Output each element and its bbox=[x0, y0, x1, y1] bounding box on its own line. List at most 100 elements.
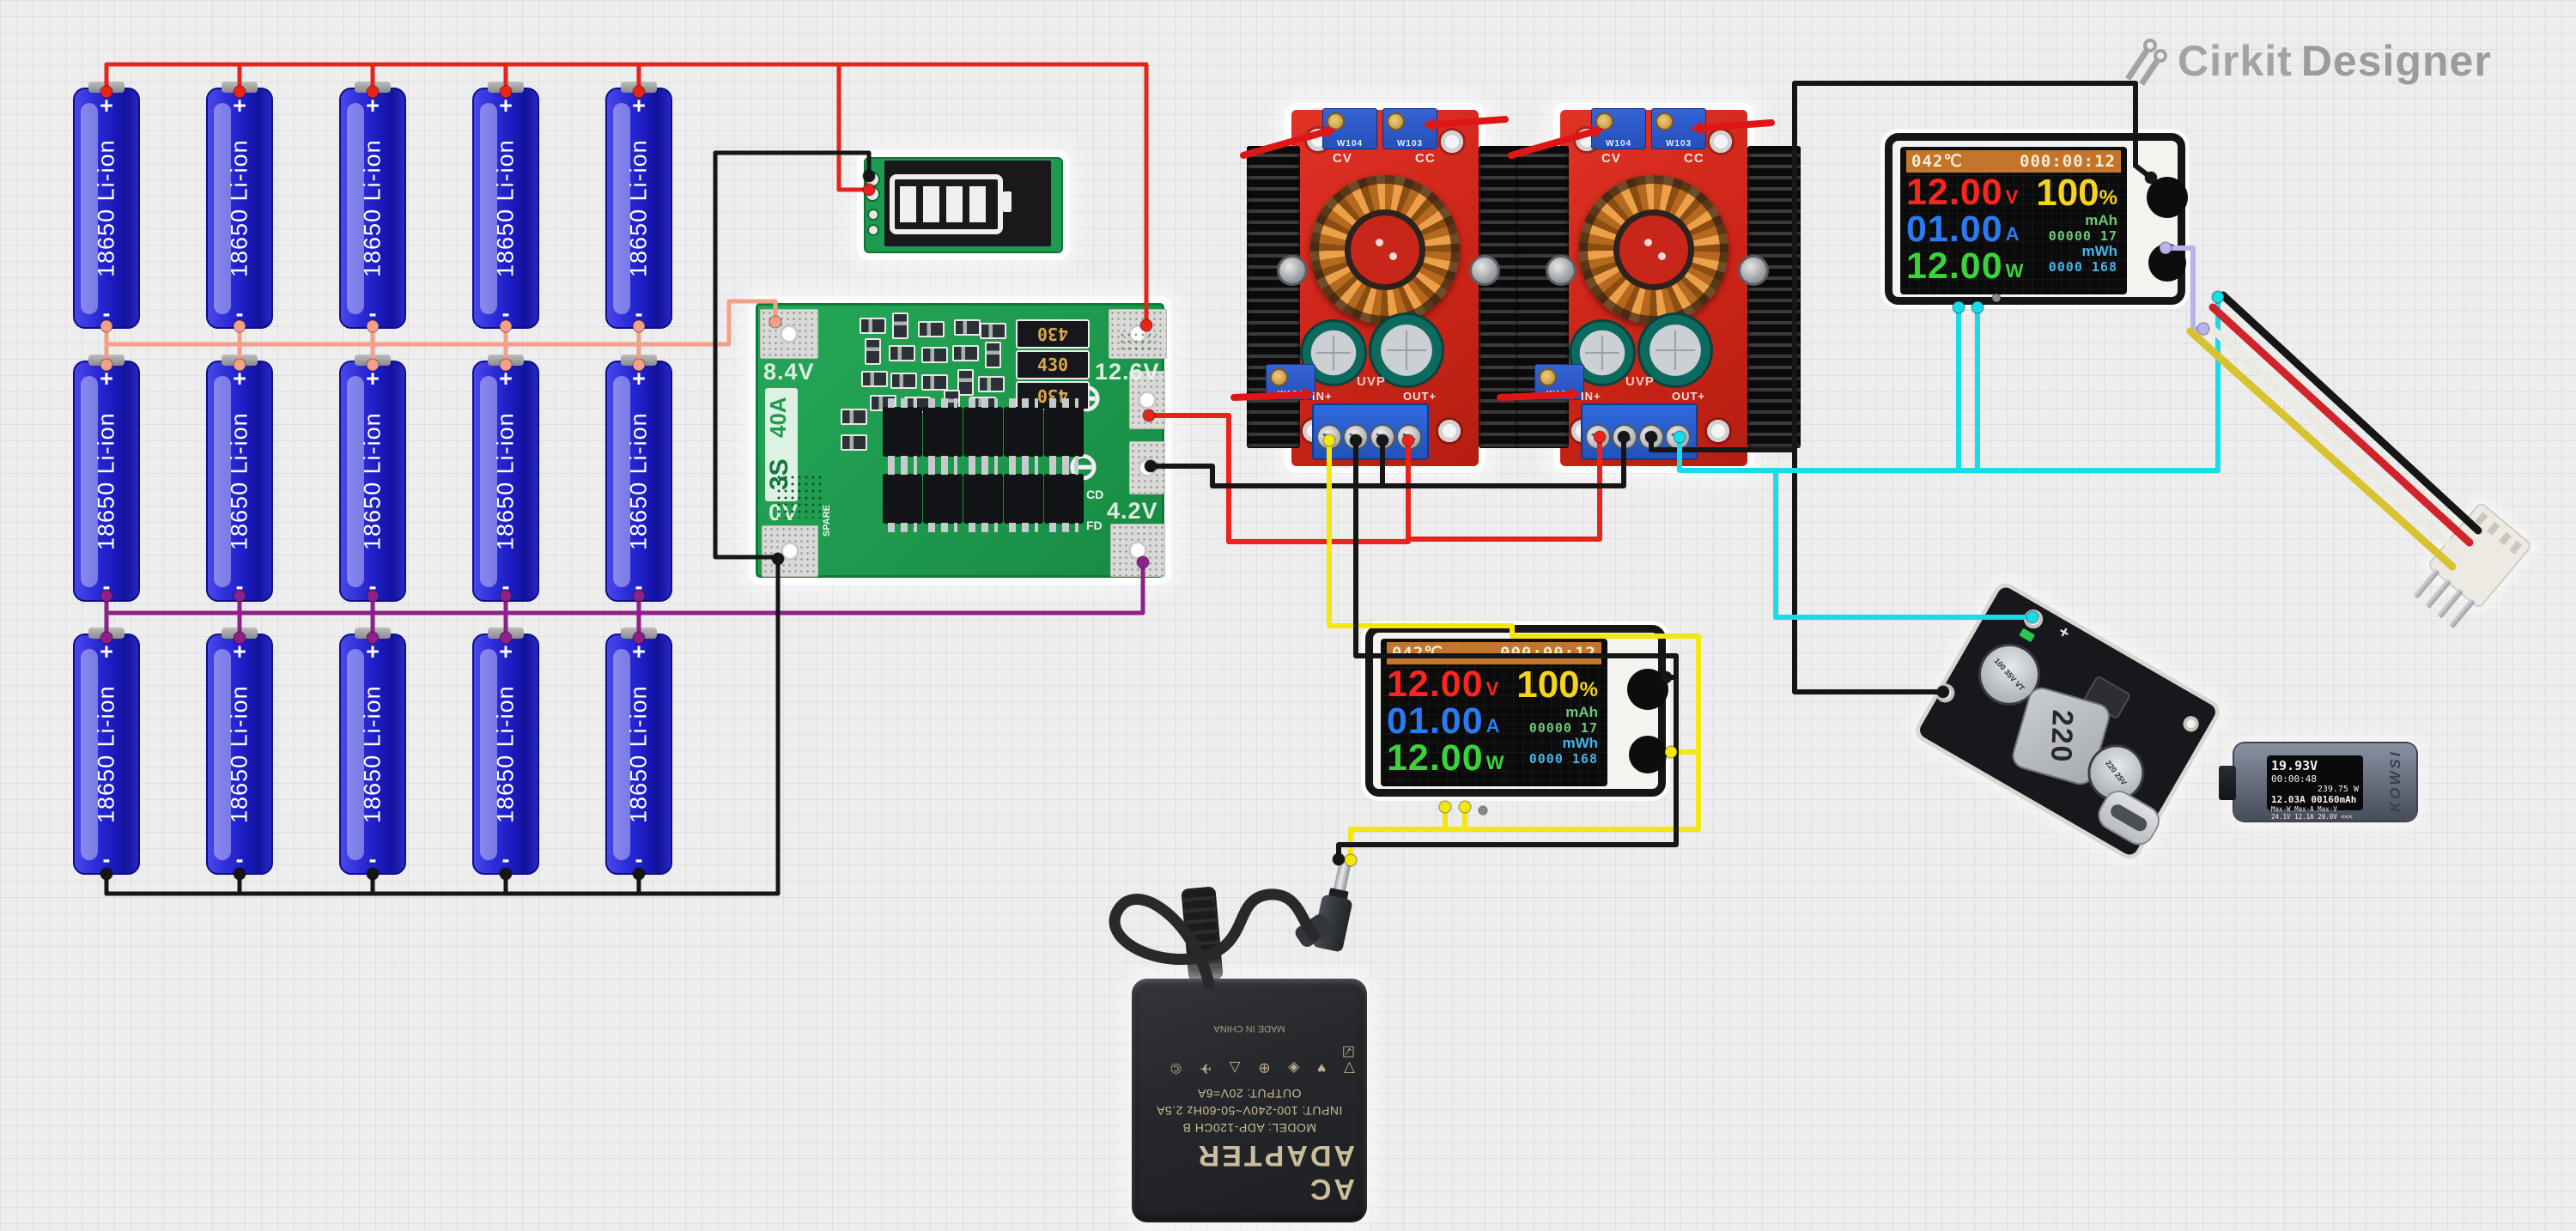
module-led bbox=[2019, 628, 2036, 643]
meter-percent: 100 bbox=[1516, 664, 1580, 706]
bms-pad-4v2 bbox=[1110, 524, 1165, 577]
battery-18650-r2c2[interactable]: +18650 Li-ion- bbox=[206, 361, 273, 602]
terminal-screw-4[interactable] bbox=[1667, 426, 1689, 448]
side-screw bbox=[1741, 258, 1766, 283]
trimmer-cc[interactable]: W103 bbox=[1382, 108, 1437, 149]
trimmer-uvp[interactable]: W104 bbox=[1266, 364, 1315, 400]
adapter-cert-icons: ▽ ♥ ◈ ⊕ △ ✈ © ☑ bbox=[1163, 1043, 1355, 1076]
jst-wire-red[interactable] bbox=[2208, 303, 2474, 547]
battery-18650-r3c4[interactable]: +18650 Li-ion- bbox=[472, 634, 539, 875]
battery-18650-r2c5[interactable]: +18650 Li-ion- bbox=[605, 361, 672, 602]
module-plus-label: + bbox=[2055, 622, 2074, 644]
battery-18650-r3c5[interactable]: +18650 Li-ion- bbox=[605, 634, 672, 875]
bms-resistor-430: 430 bbox=[1016, 350, 1090, 379]
bms-resistor-430: 430 bbox=[1016, 319, 1090, 349]
trimmer-uvp[interactable]: W104 bbox=[1534, 364, 1584, 400]
battery-plus: + bbox=[233, 366, 246, 391]
meter-mah-value: 00000 17 bbox=[1528, 719, 1598, 736]
battery-minus: - bbox=[368, 573, 377, 599]
terminal-screw-1[interactable] bbox=[1318, 426, 1340, 448]
toroid-inductor bbox=[1310, 175, 1460, 324]
battery-plus: + bbox=[499, 366, 513, 391]
battery-18650-r3c2[interactable]: +18650 Li-ion- bbox=[206, 634, 273, 875]
side-screw bbox=[1279, 258, 1305, 283]
meter-percent: 100 bbox=[2036, 172, 2099, 214]
battery-minus: - bbox=[501, 573, 510, 599]
usb-plug bbox=[2219, 766, 2236, 800]
output-capacitor-1 bbox=[1300, 319, 1367, 386]
meter-button-top[interactable] bbox=[2147, 177, 2188, 218]
module-hole bbox=[2180, 713, 2202, 735]
bms-smd-component bbox=[860, 318, 886, 334]
battery-18650-r2c4[interactable]: +18650 Li-ion- bbox=[472, 361, 539, 602]
adapter-origin: MADE IN CHINA bbox=[1213, 1023, 1285, 1034]
bms-current-rating: 40A bbox=[765, 397, 791, 438]
bms-smd-component bbox=[952, 345, 979, 361]
meter-watt: 12.00 bbox=[1906, 246, 2003, 287]
meter-amp: 01.00 bbox=[1906, 209, 2003, 250]
bms-label-12v6: 12.6V bbox=[1095, 359, 1160, 385]
bms-smd-component bbox=[921, 374, 948, 391]
usb-c-buck-module[interactable]: + 100 35V VT 220 220 25V bbox=[1917, 584, 2219, 858]
wire-buck2-black-to-module[interactable] bbox=[1792, 447, 1946, 694]
terminal-screw-2[interactable] bbox=[1613, 426, 1636, 448]
battery-18650-r1c3[interactable]: +18650 Li-ion- bbox=[339, 88, 406, 329]
jst-connector[interactable] bbox=[2413, 500, 2534, 629]
brand-suffix: Designer bbox=[2300, 37, 2492, 85]
indicator-hole bbox=[867, 224, 879, 236]
battery-minus: - bbox=[102, 300, 111, 326]
bms-smd-component bbox=[954, 319, 981, 336]
meter-button-bottom[interactable] bbox=[2148, 244, 2186, 282]
mount-hole bbox=[1710, 130, 1732, 153]
battery-18650-r1c2[interactable]: +18650 Li-ion- bbox=[206, 88, 273, 329]
adapter-input: INPUT: 100-240V~50-60Hz 2.5A bbox=[1156, 1104, 1343, 1118]
indicator-hole bbox=[867, 209, 879, 221]
terminal-screw-3[interactable] bbox=[1371, 426, 1394, 448]
terminal-screw-1[interactable] bbox=[1587, 426, 1609, 448]
label-uvp: UVP bbox=[1357, 374, 1386, 389]
logo-pins-icon bbox=[2125, 39, 2167, 86]
ac-adapter[interactable]: AC ADAPTER MODEL: ADP-120CH B INPUT: 100… bbox=[1132, 979, 1367, 1222]
battery-18650-r3c3[interactable]: +18650 Li-ion- bbox=[339, 634, 406, 875]
battery-18650-r1c1[interactable]: +18650 Li-ion- bbox=[73, 88, 140, 329]
label-cv: CV bbox=[1333, 151, 1352, 166]
battery-minus: - bbox=[635, 846, 643, 872]
battery-18650-r1c4[interactable]: +18650 Li-ion- bbox=[472, 88, 539, 329]
battery-18650-r3c1[interactable]: +18650 Li-ion- bbox=[73, 634, 140, 875]
meter-button-bottom[interactable] bbox=[1629, 736, 1667, 773]
meter-volt: 12.00 bbox=[1387, 664, 1484, 705]
battery-label: 18650 Li-ion bbox=[625, 412, 652, 550]
trimmer-cc[interactable]: W103 bbox=[1651, 108, 1706, 149]
meter-button-top[interactable] bbox=[1627, 669, 1668, 710]
battery-level-indicator[interactable] bbox=[864, 157, 1063, 253]
battery-18650-r2c3[interactable]: +18650 Li-ion- bbox=[339, 361, 406, 602]
bms-mosfet bbox=[923, 398, 963, 465]
wire-cyan-to-module[interactable] bbox=[1773, 468, 2035, 620]
battery-18650-r1c5[interactable]: +18650 Li-ion- bbox=[605, 88, 672, 329]
bms-mosfet bbox=[963, 398, 1003, 465]
usb-max-labels: Max-W Max-A Max-V bbox=[2271, 805, 2337, 813]
bms-board-3s40a[interactable]: 8.4V 12.6V 0V 4.2V ⊕ ⊖ 40A 3S SPARE CD F… bbox=[756, 303, 1167, 578]
bms-mosfet bbox=[883, 398, 922, 465]
terminal-screw-4[interactable] bbox=[1398, 426, 1420, 448]
terminal-screw-3[interactable] bbox=[1640, 426, 1662, 448]
meter-amp: 01.00 bbox=[1387, 700, 1484, 742]
bms-fd-label: FD bbox=[1086, 518, 1103, 532]
jst-wire-yellow[interactable] bbox=[2186, 327, 2457, 571]
jst-wire-black[interactable] bbox=[2219, 291, 2482, 535]
terminal-screw-2[interactable] bbox=[1345, 426, 1367, 448]
battery-label: 18650 Li-ion bbox=[492, 685, 519, 823]
trimmer-cv[interactable]: W104 bbox=[1322, 108, 1377, 149]
adapter-title: AC ADAPTER bbox=[1195, 1139, 1355, 1205]
bms-mosfet bbox=[963, 465, 1003, 532]
battery-18650-r2c1[interactable]: +18650 Li-ion- bbox=[73, 361, 140, 602]
bms-smd-component bbox=[978, 376, 1005, 392]
jst-wire-white[interactable] bbox=[2197, 315, 2465, 559]
trimmer-cv[interactable]: W104 bbox=[1591, 108, 1646, 149]
usb-power-meter[interactable]: 19.93V 00:00:48 239.75 W 12.03A 00160mAh… bbox=[2219, 743, 2416, 821]
